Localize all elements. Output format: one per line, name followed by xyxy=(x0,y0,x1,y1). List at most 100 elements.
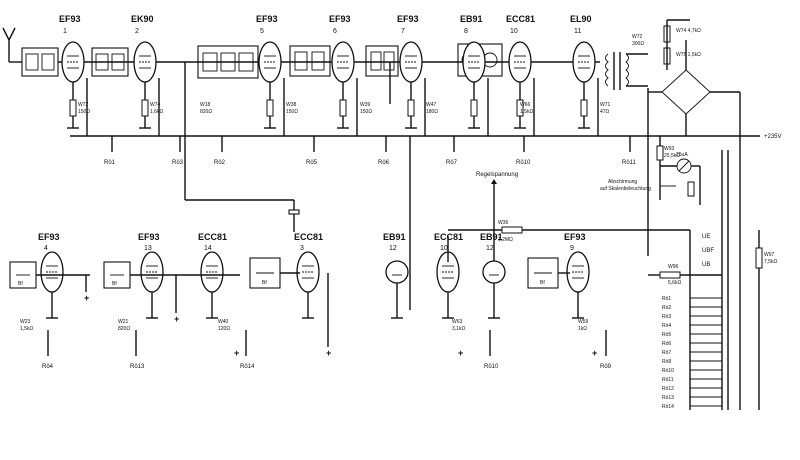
net-label: Rö4 xyxy=(42,364,54,370)
plus-terminal-4: + xyxy=(326,348,331,358)
meter-switch-label: Rö4 xyxy=(662,323,671,329)
meter-switch-label: Rö2 xyxy=(662,305,671,311)
control-voltage-label: Regelspannung xyxy=(476,172,518,178)
top-tube-stage: EF93 1 xyxy=(59,14,88,136)
meter-switch-panel xyxy=(647,88,729,410)
plus-terminal-5: + xyxy=(458,348,463,358)
resistor-name-label: W71 xyxy=(600,102,611,108)
tube-number-label: 1 xyxy=(63,28,67,35)
supply-voltage-label: +235V xyxy=(764,134,782,140)
bottom-tube-stage: ECC81 14 xyxy=(198,232,227,319)
tube-type-label: EK90 xyxy=(131,14,154,24)
cathode-resistor xyxy=(339,99,347,117)
meter-switch-label: Rö5 xyxy=(662,332,671,338)
net-label: Rö1 xyxy=(104,160,116,166)
tube-type-label: EF93 xyxy=(397,14,419,24)
net-label: Rö11 xyxy=(622,160,637,166)
resistor-value-label: 150Ω xyxy=(286,109,298,115)
net-label: Rö13 xyxy=(130,364,145,370)
resistor-value-label: 1,5kΩ xyxy=(520,109,533,115)
net-label: Rö10 xyxy=(516,160,531,166)
rectifier-bridge xyxy=(648,40,741,410)
resistor-name-label: W38 xyxy=(286,102,297,108)
resistor-value-label: 820Ω xyxy=(118,326,130,332)
tube-number-label: 4 xyxy=(44,245,48,252)
cathode-resistor xyxy=(470,99,478,117)
resistor-name-label: W59 xyxy=(578,319,589,325)
tube-number-label: 9 xyxy=(570,245,574,252)
tube-number-label: 10 xyxy=(510,28,518,35)
bottom-filter-4: Bf xyxy=(527,257,559,289)
bottom-filter-2: Bf xyxy=(103,261,131,289)
cathode-resistor xyxy=(407,99,415,117)
net-label: Rö3 xyxy=(172,160,184,166)
diode-tube-icon xyxy=(482,260,506,284)
meter-switch-label: Rö7 xyxy=(662,350,671,356)
tube-number-label: 14 xyxy=(204,245,212,252)
resistor-value-label: 25,5kΩ xyxy=(664,153,680,159)
net-label: Rö9 xyxy=(600,364,612,370)
tube-number-label: 6 xyxy=(333,28,337,35)
resistor-name-label: W23 xyxy=(20,319,31,325)
resistor-name-label: W63 xyxy=(452,319,463,325)
abschirmung-label: Abschirmung xyxy=(608,179,637,185)
resistor-name-label: W96 xyxy=(668,264,679,270)
tube-number-label: 10 xyxy=(440,245,448,252)
tube-type-label: ECC81 xyxy=(198,232,227,242)
tube-type-label: EF93 xyxy=(59,14,81,24)
meter-voltage-label: UE xyxy=(702,234,710,240)
tube-number-label: 2 xyxy=(135,28,139,35)
resistor-value-label: 47Ω xyxy=(600,109,610,115)
net-label: Rö10 xyxy=(484,364,499,370)
net-label: Rö7 xyxy=(446,160,458,166)
bottom-filter-3: Bf xyxy=(249,257,281,289)
resistor-value-label: 820Ω xyxy=(200,109,212,115)
tube-number-label: 3 xyxy=(300,245,304,252)
meter-voltage-label: UB xyxy=(702,262,710,268)
tube-type-label: EF93 xyxy=(256,14,278,24)
plus-terminal-1: + xyxy=(84,293,89,303)
resistor-name-label: W66 xyxy=(520,102,531,108)
resistor-w36 xyxy=(501,226,523,234)
tube-number-label: 8 xyxy=(464,28,468,35)
bottom-filter-1: Bf xyxy=(9,261,37,289)
filter-label-2: Bf xyxy=(112,281,117,287)
tube-number-label: 13 xyxy=(144,245,152,252)
resistor-w97 xyxy=(755,247,763,269)
net-label: Rö14 xyxy=(240,364,255,370)
meter-switch-label: Rö8 xyxy=(662,359,671,365)
resistor-name-label: W72 xyxy=(78,102,89,108)
resistor-name-label: W36 xyxy=(498,220,509,226)
meter-switch-label: Rö3 xyxy=(662,314,671,320)
resistor-value-label: 1,5kΩ xyxy=(20,326,33,332)
resistor-value-label: 5,6kΩ xyxy=(668,280,681,286)
resistor-value-label: 180Ω xyxy=(426,109,438,115)
plus-terminal-6: + xyxy=(592,348,597,358)
resistor-name-label: W21 xyxy=(118,319,129,325)
tube-type-label: EL90 xyxy=(570,14,592,24)
plus-terminal-3: + xyxy=(234,348,239,358)
meter-switch-label: Rö6 xyxy=(662,341,671,347)
plus-terminal-2: + xyxy=(174,314,179,324)
meter-switch-label: Rö12 xyxy=(662,386,674,392)
resistor-name-label: W47 xyxy=(426,102,437,108)
resistor-name-label: W75 1,5kΩ xyxy=(676,52,701,58)
meter-instrument: 25uA xyxy=(656,136,701,205)
if-filter-block-3 xyxy=(289,45,331,77)
resistor-w96 xyxy=(659,271,681,279)
cathode-resistor xyxy=(266,99,274,117)
cathode-resistor xyxy=(141,99,149,117)
skalenbel-label: auf Skalenbeleuchtung xyxy=(600,186,651,192)
resistor-value-label: 150Ω xyxy=(78,109,90,115)
resistor-name-label: W72 xyxy=(632,34,643,40)
